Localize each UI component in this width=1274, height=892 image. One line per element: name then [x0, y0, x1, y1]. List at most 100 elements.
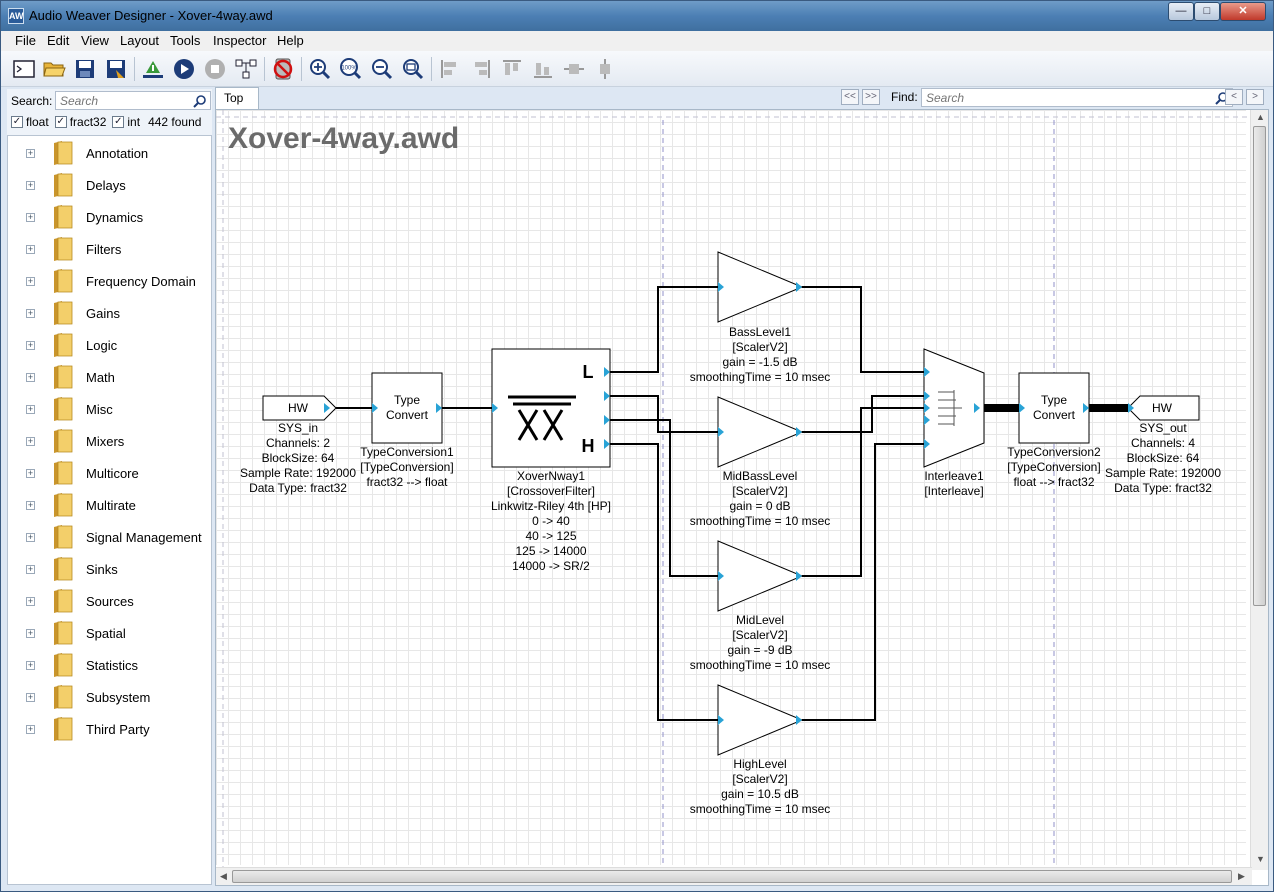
- scroll-left-arrow[interactable]: ◀: [220, 871, 227, 881]
- find-next-arrow[interactable]: >: [1246, 89, 1264, 105]
- tab-top[interactable]: Top: [215, 87, 259, 109]
- scroll-right-arrow[interactable]: ▶: [1238, 871, 1245, 881]
- expand-icon[interactable]: +: [26, 211, 35, 222]
- tree-item-subsystem[interactable]: + Subsystem: [8, 681, 208, 713]
- tree-item-filters[interactable]: +Filters: [8, 233, 208, 265]
- tree-item-sinks[interactable]: +Sinks: [8, 553, 208, 585]
- maximize-button[interactable]: □: [1194, 2, 1220, 21]
- new-icon[interactable]: [11, 56, 37, 82]
- tree-item-math[interactable]: +Math: [8, 361, 208, 393]
- target-icon[interactable]: [270, 56, 296, 82]
- scroll-down-arrow[interactable]: ▼: [1256, 854, 1265, 864]
- expand-icon[interactable]: +: [26, 243, 35, 254]
- tree-item-logic[interactable]: +Logic: [8, 329, 208, 361]
- save-as-icon[interactable]: [103, 56, 129, 82]
- minimize-button[interactable]: —: [1168, 2, 1194, 21]
- run-icon[interactable]: [171, 56, 197, 82]
- tree-item-sources[interactable]: +Sources: [8, 585, 208, 617]
- find-next-button[interactable]: >>: [862, 89, 880, 105]
- expand-icon[interactable]: +: [26, 275, 35, 286]
- int-checkbox[interactable]: ✓: [112, 116, 125, 128]
- expand-icon[interactable]: +: [26, 531, 35, 542]
- horizontal-scrollbar[interactable]: ◀ ▶: [216, 867, 1252, 885]
- save-icon[interactable]: [72, 56, 98, 82]
- expand-icon[interactable]: +: [26, 563, 35, 574]
- align-left-icon[interactable]: [437, 56, 463, 82]
- vertical-scroll-thumb[interactable]: [1253, 126, 1266, 606]
- zoom-100-icon[interactable]: 100%: [338, 56, 364, 82]
- interleave-module[interactable]: [923, 348, 985, 468]
- tree-item-delays[interactable]: +Delays: [8, 169, 208, 201]
- close-button[interactable]: ✕: [1220, 2, 1266, 21]
- zoom-in-icon[interactable]: [307, 56, 333, 82]
- distribute-h-icon[interactable]: [561, 56, 587, 82]
- zoom-out-icon[interactable]: [369, 56, 395, 82]
- module-search-field[interactable]: [55, 91, 211, 110]
- tree-item-gains[interactable]: +Gains: [8, 297, 208, 329]
- midbass-level-module[interactable]: [717, 396, 804, 468]
- module-search-input[interactable]: [56, 92, 186, 109]
- zoom-fit-icon[interactable]: [400, 56, 426, 82]
- sys-out-module[interactable]: [1127, 395, 1200, 421]
- tree-item-dynamics[interactable]: +Dynamics: [8, 201, 208, 233]
- menu-help[interactable]: Help: [277, 33, 304, 48]
- align-bottom-icon[interactable]: [530, 56, 556, 82]
- tree-item-annotation[interactable]: +Annotation: [8, 137, 208, 169]
- float-checkbox[interactable]: ✓: [11, 116, 23, 128]
- find-previous-button[interactable]: <<: [841, 89, 859, 105]
- tree-item-statistics[interactable]: +Statistics: [8, 649, 208, 681]
- find-input[interactable]: [922, 89, 1202, 106]
- high-level-module[interactable]: [717, 684, 804, 756]
- expand-icon[interactable]: +: [26, 723, 35, 734]
- expand-icon[interactable]: +: [26, 627, 35, 638]
- expand-icon[interactable]: +: [26, 403, 35, 414]
- scroll-up-arrow[interactable]: ▲: [1256, 112, 1265, 122]
- type-conversion2-module[interactable]: [1018, 372, 1090, 444]
- tree-item-signal-management[interactable]: +Signal Management: [8, 521, 208, 553]
- menu-inspector[interactable]: Inspector: [213, 33, 267, 48]
- crossover-module[interactable]: [491, 348, 611, 468]
- menu-view[interactable]: View: [81, 33, 109, 48]
- tree-item-multirate[interactable]: +Multirate: [8, 489, 208, 521]
- layout-icon[interactable]: [233, 56, 259, 82]
- menu-layout[interactable]: Layout: [120, 33, 160, 48]
- expand-icon[interactable]: +: [26, 339, 35, 350]
- menu-tools[interactable]: Tools: [170, 33, 201, 48]
- menu-file[interactable]: File: [15, 33, 36, 48]
- expand-icon[interactable]: +: [26, 371, 35, 382]
- align-right-icon[interactable]: [468, 56, 494, 82]
- tree-item-label: Subsystem: [86, 689, 151, 705]
- tree-item-frequency-domain[interactable]: +Frequency Domain: [8, 265, 208, 297]
- expand-icon[interactable]: +: [26, 659, 35, 670]
- search-icon[interactable]: [193, 94, 207, 108]
- align-top-icon[interactable]: [499, 56, 525, 82]
- tree-item-spatial[interactable]: +Spatial: [8, 617, 208, 649]
- mid-level-module[interactable]: [717, 540, 804, 612]
- sys-in-module[interactable]: [262, 395, 337, 421]
- expand-icon[interactable]: +: [26, 179, 35, 190]
- expand-icon[interactable]: +: [26, 147, 35, 158]
- distribute-v-icon[interactable]: [592, 56, 618, 82]
- stop-icon[interactable]: [202, 56, 228, 82]
- tree-item-multicore[interactable]: +Multicore: [8, 457, 208, 489]
- open-icon[interactable]: [41, 56, 67, 82]
- tree-item-third-party[interactable]: +Third Party: [8, 713, 208, 745]
- bass-level-module[interactable]: [717, 251, 804, 323]
- find-field[interactable]: [921, 88, 1233, 107]
- expand-icon[interactable]: +: [26, 435, 35, 446]
- tree-item-mixers[interactable]: +Mixers: [8, 425, 208, 457]
- diagram-canvas[interactable]: Xover-4way.awd HW SYS_in Channels: 2 Blo…: [215, 109, 1269, 886]
- find-prev-arrow[interactable]: <: [1225, 89, 1243, 105]
- expand-icon[interactable]: +: [26, 307, 35, 318]
- menu-edit[interactable]: Edit: [47, 33, 70, 48]
- build-icon[interactable]: [140, 56, 166, 82]
- expand-icon[interactable]: +: [26, 499, 35, 510]
- expand-icon[interactable]: +: [26, 691, 35, 702]
- type-conversion1-module[interactable]: [371, 372, 443, 444]
- expand-icon[interactable]: +: [26, 467, 35, 478]
- fract32-checkbox[interactable]: ✓: [54, 116, 67, 128]
- vertical-scrollbar[interactable]: ▲ ▼: [1250, 110, 1268, 870]
- horizontal-scroll-thumb[interactable]: [232, 870, 1232, 883]
- tree-item-misc[interactable]: +Misc: [8, 393, 208, 425]
- expand-icon[interactable]: +: [26, 595, 35, 606]
